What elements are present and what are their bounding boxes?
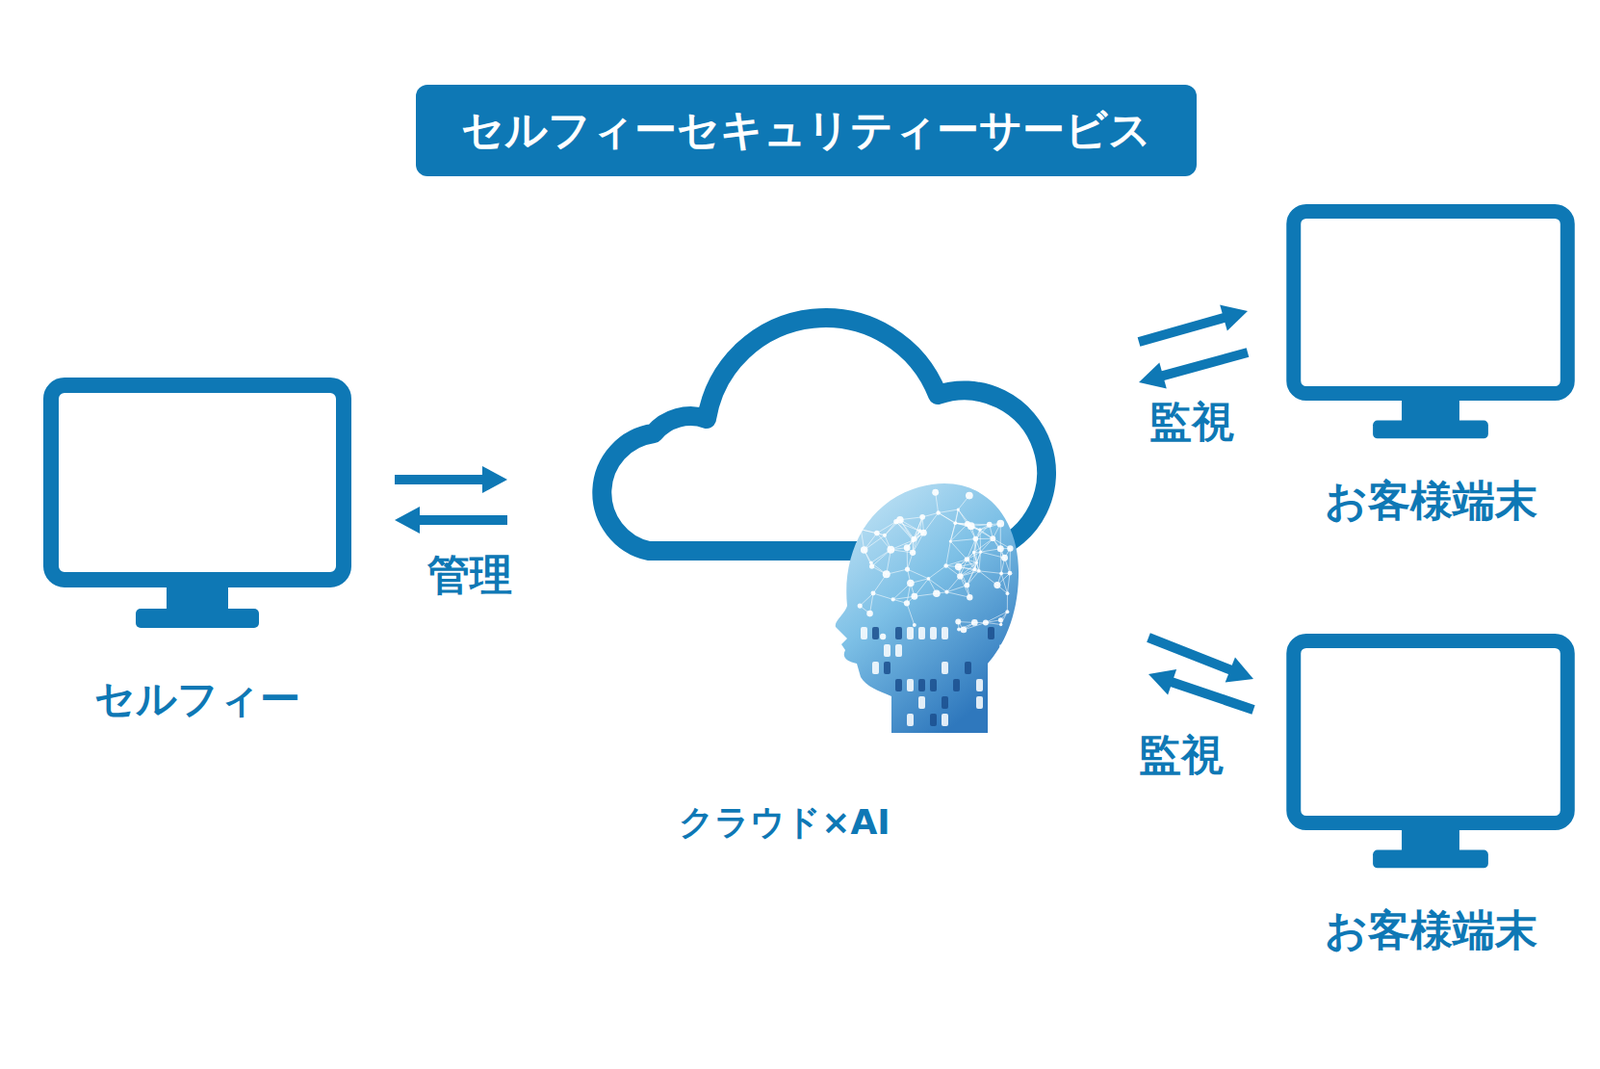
double-arrow-connector xyxy=(1138,305,1248,389)
arrow-head xyxy=(1138,362,1167,389)
terminal-node: セルフィー xyxy=(28,377,366,723)
edge-label: 監視 xyxy=(1145,396,1239,448)
node-label: セルフィー xyxy=(28,674,366,723)
monitor-base xyxy=(1372,420,1489,439)
double-arrow-connector xyxy=(394,465,508,534)
monitor-screen xyxy=(1293,210,1568,393)
arrow-shaft xyxy=(1170,681,1254,710)
monitor-base xyxy=(135,608,259,628)
arrow-head xyxy=(1225,656,1254,682)
ai-head-illustration xyxy=(835,483,1019,733)
monitor-neck xyxy=(166,585,229,613)
terminal-node: お客様端末 xyxy=(1276,633,1585,956)
monitor-icon xyxy=(1286,204,1575,443)
monitor-base xyxy=(1372,850,1489,869)
monitor-icon xyxy=(1286,633,1575,873)
arrow-shaft xyxy=(1138,317,1226,342)
title-banner: セルフィーセキュリティーサービス xyxy=(415,84,1197,177)
arrow-shaft xyxy=(1161,352,1248,377)
arrow-shaft xyxy=(417,515,508,525)
monitor-screen xyxy=(51,385,344,580)
edge-label: 管理 xyxy=(423,549,517,601)
node-label: お客様端末 xyxy=(1276,475,1585,527)
arrow-head xyxy=(482,465,508,493)
monitor-icon xyxy=(43,377,352,633)
terminal-node: お客様端末 xyxy=(1276,204,1585,527)
edge-label: 監視 xyxy=(1135,729,1228,781)
monitor-neck xyxy=(1401,398,1460,424)
arrow-shaft xyxy=(394,474,485,485)
arrow-shaft xyxy=(1148,637,1233,671)
double-arrow-connector xyxy=(1148,637,1254,710)
arrow-head xyxy=(1148,669,1177,696)
cloud-icon xyxy=(576,288,1078,742)
node-label: クラウド×AI xyxy=(482,800,1087,843)
arrow-head xyxy=(394,506,420,534)
monitor-screen xyxy=(1293,640,1568,823)
monitor-neck xyxy=(1401,827,1460,853)
node-label: お客様端末 xyxy=(1276,904,1585,956)
arrow-head xyxy=(1219,305,1248,332)
cloud-node: クラウド×AI xyxy=(524,288,1130,843)
